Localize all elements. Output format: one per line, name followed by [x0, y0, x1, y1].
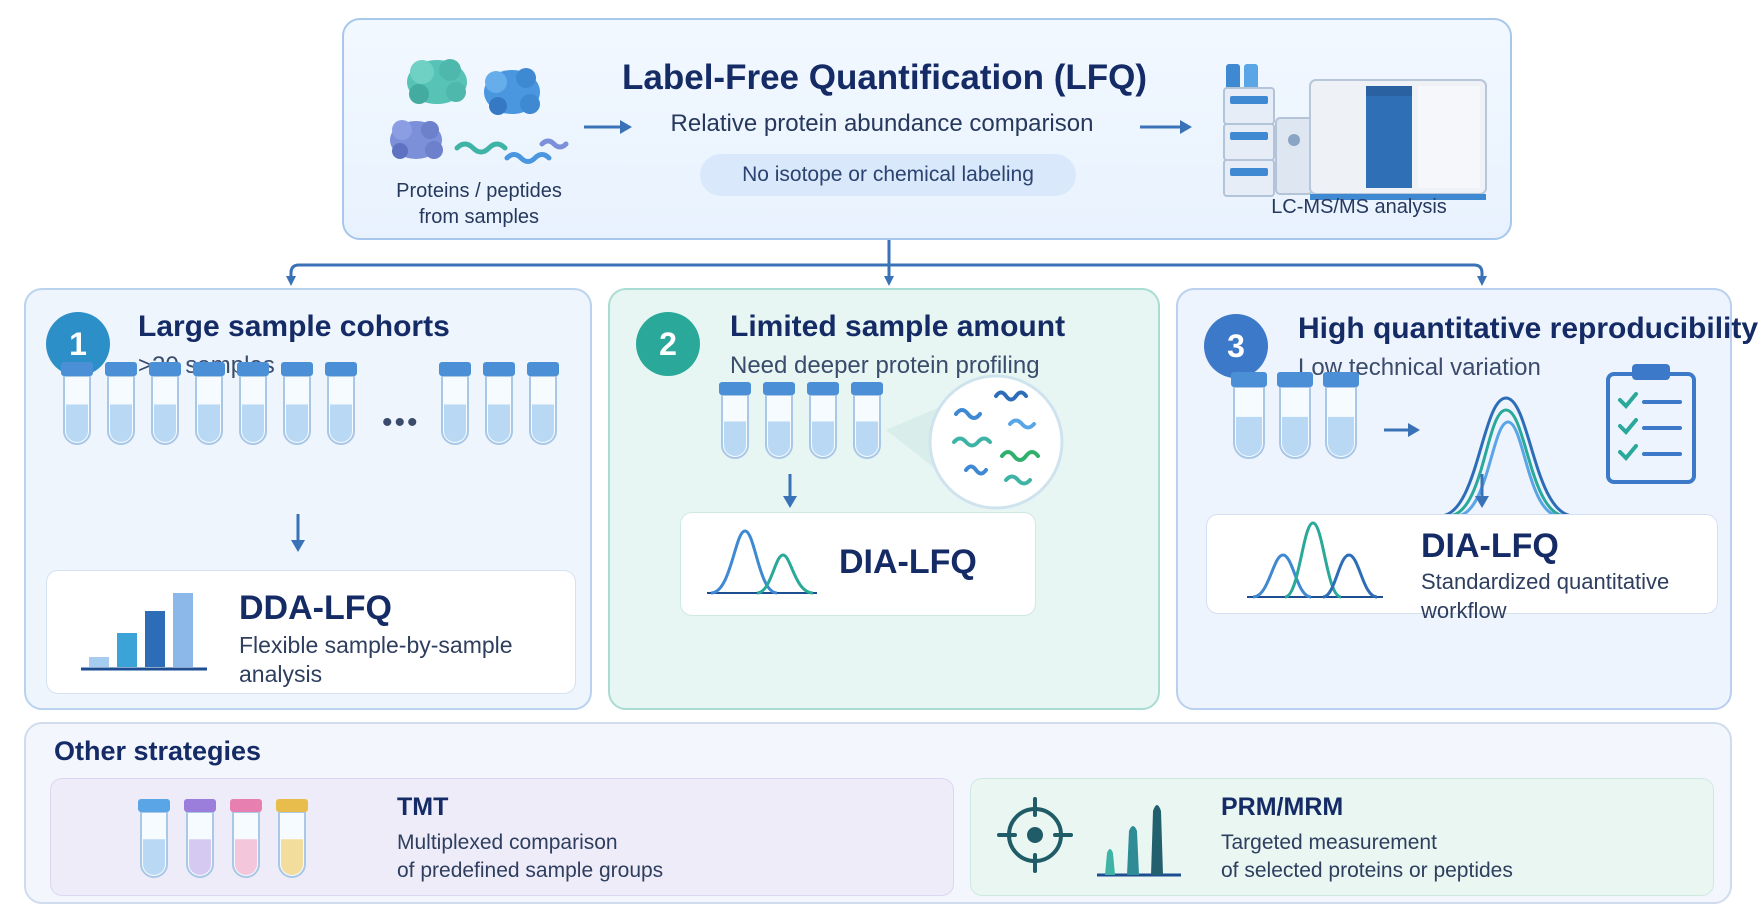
lfq-overview-panel: Proteins / peptides from samples Label-F…: [342, 18, 1512, 240]
sample-tube: [851, 382, 883, 459]
method-description: Flexible sample-by-sample analysis: [239, 631, 513, 689]
method-title: DDA-LFQ: [239, 589, 392, 627]
strategy-card-tmt: TMT Multiplexed comparison of predefined…: [50, 778, 954, 896]
sample-tube: [193, 362, 225, 445]
sample-tube: [439, 362, 471, 445]
input-label: Proteins / peptides from samples: [384, 178, 574, 230]
sample-tube: [105, 362, 137, 445]
page-title: Label-Free Quantification (LFQ): [622, 58, 1148, 97]
instrument-label: LC-MS/MS analysis: [1271, 196, 1447, 218]
sample-tube: [237, 362, 269, 445]
tmt-tube: [230, 799, 262, 878]
down-arrow-icon: [1475, 474, 1489, 508]
connector-to-panel-1: [286, 263, 889, 286]
sample-tube: [807, 382, 839, 459]
magnified-peptides-icon: [886, 374, 1064, 510]
chromatogram-peaks-icon: [707, 529, 817, 595]
method-card-dda-lfq: DDA-LFQ Flexible sample-by-sample analys…: [46, 570, 576, 694]
method-description-line2: workflow: [1421, 598, 1507, 623]
strategy-description-line1: Targeted measurement: [1221, 831, 1437, 854]
protein-peptide-icon: [390, 59, 569, 164]
sample-tube: [1231, 372, 1267, 459]
strategy-description-line2: of selected proteins or peptides: [1221, 859, 1513, 882]
other-strategies-title: Other strategies: [54, 736, 262, 766]
input-label-line1: Proteins / peptides: [396, 180, 562, 202]
tmt-tube: [276, 799, 308, 878]
method-card-dia-lfq: DIA-LFQ: [680, 512, 1036, 616]
scenario-panel-limited-amount: 2 Limited sample amount Need deeper prot…: [608, 288, 1160, 710]
sample-tube: [1323, 372, 1359, 459]
sample-tube: [1277, 372, 1313, 459]
down-arrow-icon: [291, 514, 305, 552]
method-description-line2: analysis: [239, 661, 323, 687]
sample-tube: [149, 362, 181, 445]
tmt-tube: [184, 799, 216, 878]
chromatogram-peaks-icon: [1247, 521, 1383, 599]
no-labeling-badge: No isotope or chemical labeling: [700, 154, 1076, 196]
scenario-title: Limited sample amount: [730, 310, 1066, 343]
sample-tube: [763, 382, 795, 459]
lc-ms-instrument-icon: [1223, 64, 1487, 200]
scenario-title: High quantitative reproducibility: [1298, 312, 1759, 345]
method-description-line1: Flexible sample-by-sample: [239, 632, 513, 658]
strategy-card-prm-mrm: PRM/MRM Targeted measurement of selected…: [970, 778, 1714, 896]
tmt-tube: [138, 799, 170, 878]
checklist-clipboard-icon: [1606, 364, 1696, 484]
input-label-line2: from samples: [418, 206, 540, 228]
scenario-title: Large sample cohorts: [138, 310, 450, 343]
scenario-subtitle: Need deeper protein profiling: [730, 352, 1040, 379]
method-description: Standardized quantitative workflow: [1421, 567, 1669, 625]
more-samples-ellipsis: •••: [382, 406, 420, 439]
sample-tube: [483, 362, 515, 445]
strategy-name: TMT: [397, 793, 449, 821]
sample-tube: [325, 362, 357, 445]
tmt-tubes-icon: [138, 799, 308, 878]
strategy-description-line2: of predefined sample groups: [397, 859, 664, 882]
down-arrow-icon: [783, 474, 797, 508]
targeted-peaks-icon: [1097, 805, 1181, 877]
sample-tube: [527, 362, 559, 445]
strategy-description: Multiplexed comparison of predefined sam…: [397, 829, 663, 885]
scenario-panel-large-cohorts: 1 Large sample cohorts >20 samples ••• D…: [24, 288, 592, 710]
method-card-dia-lfq: DIA-LFQ Standardized quantitative workfl…: [1206, 514, 1718, 623]
strategy-name: PRM/MRM: [1221, 793, 1344, 821]
strategy-description-line1: Multiplexed comparison: [397, 831, 618, 854]
connector-to-panel-3: [889, 263, 1487, 286]
bar-chart-icon: [81, 593, 207, 671]
scenario-number-badge: 3: [1204, 314, 1268, 378]
sample-tube: [281, 362, 313, 445]
scenario-number-badge: 2: [636, 312, 700, 376]
flow-arrows: [584, 120, 1192, 134]
sample-tube: [719, 382, 751, 459]
strategy-description: Targeted measurement of selected protein…: [1221, 829, 1513, 885]
sample-tube: [61, 362, 93, 445]
sample-tubes-icon: [1231, 372, 1359, 459]
sample-tubes-icon: [61, 362, 559, 445]
page-subtitle: Relative protein abundance comparison: [670, 110, 1094, 137]
other-strategies-panel: Other strategies TMT Multiplexed compari…: [24, 722, 1732, 904]
target-crosshair-icon: [997, 797, 1073, 873]
method-title: DIA-LFQ: [839, 543, 977, 581]
method-title: DIA-LFQ: [1421, 527, 1559, 565]
scenario-panel-reproducibility: 3 High quantitative reproducibility Low …: [1176, 288, 1758, 710]
sample-tubes-icon: [719, 382, 883, 459]
method-description-line1: Standardized quantitative: [1421, 569, 1670, 594]
